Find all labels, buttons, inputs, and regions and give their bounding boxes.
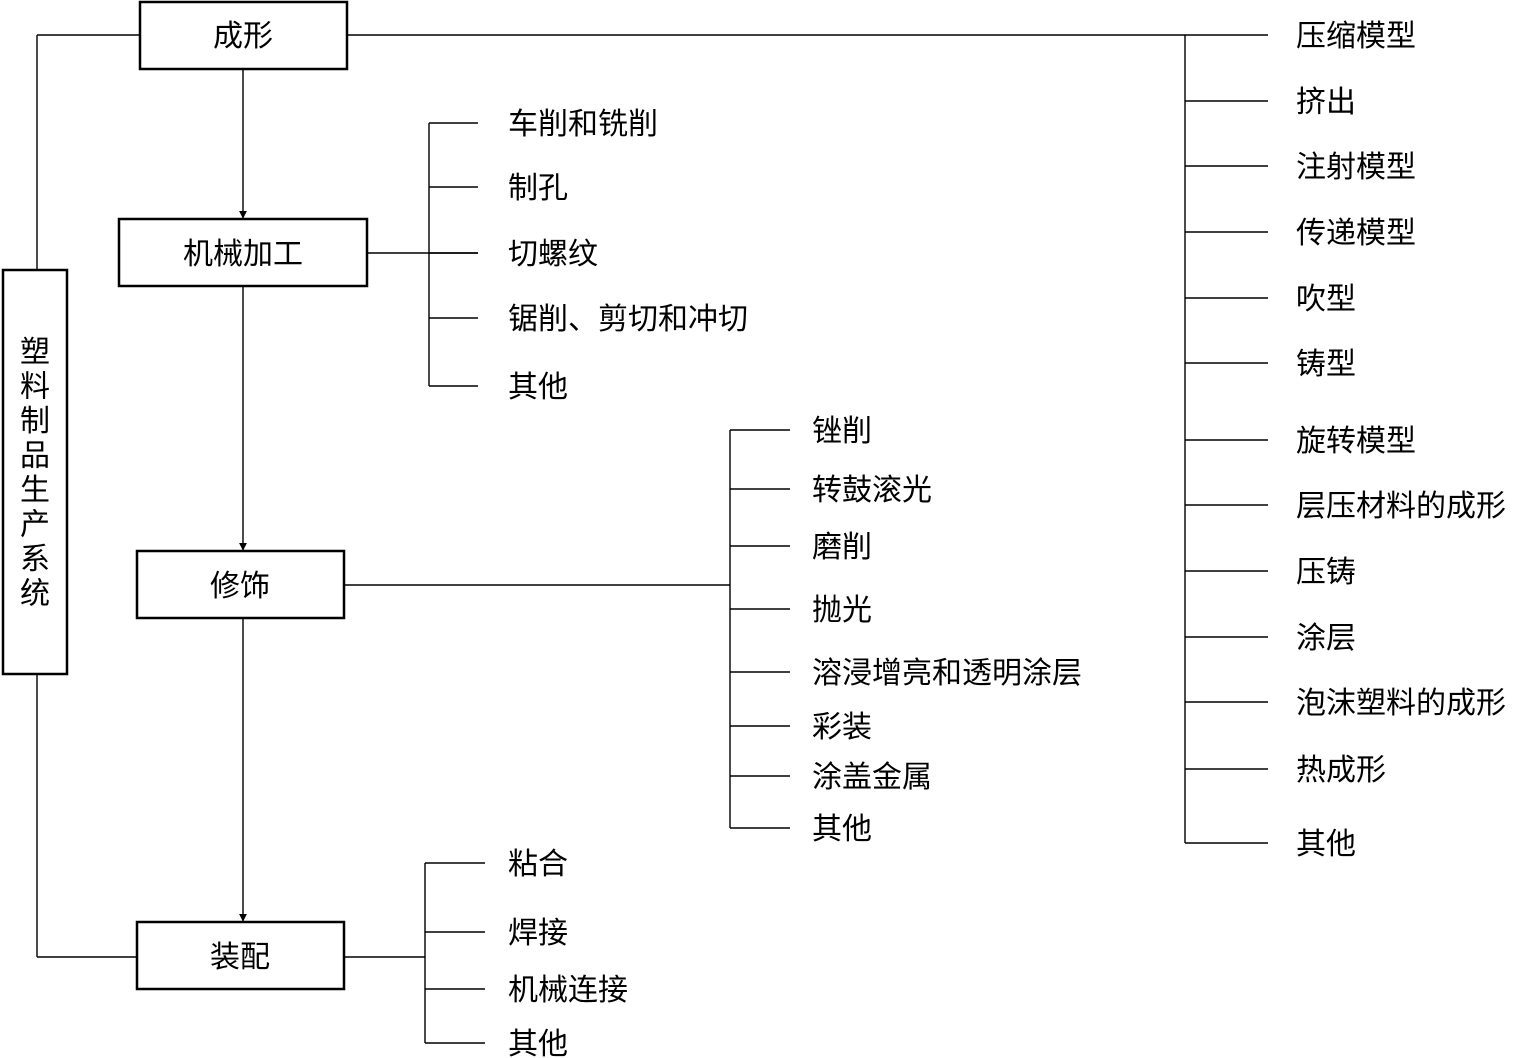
forming-method-item: 铸型 bbox=[1296, 347, 1356, 382]
forming-method-item: 涂层 bbox=[1296, 621, 1356, 656]
stage-label-forming: 成形 bbox=[213, 19, 273, 54]
finishing-method-item: 磨削 bbox=[812, 530, 872, 565]
machining-method-item: 锯削、剪切和冲切 bbox=[508, 302, 748, 337]
finishing-method-item: 涂盖金属 bbox=[812, 760, 932, 795]
assembly-method-item: 焊接 bbox=[508, 916, 568, 951]
finishing-method-item: 溶浸增亮和透明涂层 bbox=[812, 656, 1082, 691]
forming-method-item: 泡沫塑料的成形 bbox=[1296, 686, 1506, 721]
assembly-method-item: 机械连接 bbox=[508, 973, 628, 1008]
stage-label-assembly: 装配 bbox=[210, 940, 270, 975]
forming-method-item: 压铸 bbox=[1296, 555, 1356, 590]
machining-method-item: 车削和铣削 bbox=[508, 107, 658, 142]
finishing-method-item: 转鼓滚光 bbox=[812, 473, 932, 508]
forming-method-item: 层压材料的成形 bbox=[1296, 489, 1506, 524]
machining-method-item: 其他 bbox=[508, 370, 568, 405]
stage-label-finishing: 修饰 bbox=[210, 569, 270, 604]
forming-method-item: 传递模型 bbox=[1296, 216, 1416, 251]
finishing-method-item: 抛光 bbox=[812, 593, 872, 628]
assembly-method-item: 粘合 bbox=[508, 847, 568, 882]
root-box bbox=[1, 268, 69, 676]
forming-method-item: 其他 bbox=[1296, 827, 1356, 862]
stage-box-machining bbox=[117, 217, 369, 288]
finishing-method-item: 锉削 bbox=[812, 414, 872, 449]
assembly-method-item: 其他 bbox=[508, 1027, 568, 1058]
stage-label-machining: 机械加工 bbox=[183, 237, 303, 272]
machining-method-item: 切螺纹 bbox=[508, 237, 598, 272]
forming-method-item: 吹型 bbox=[1296, 282, 1356, 317]
forming-method-item: 压缩模型 bbox=[1296, 19, 1416, 54]
root-label: 塑料制品生产系统 bbox=[20, 335, 50, 612]
forming-method-item: 挤出 bbox=[1296, 85, 1356, 120]
finishing-method-item: 彩装 bbox=[812, 710, 872, 745]
forming-method-item: 注射模型 bbox=[1296, 150, 1416, 185]
stage-box-assembly bbox=[135, 920, 346, 991]
forming-method-item: 旋转模型 bbox=[1296, 424, 1416, 459]
forming-methods-group: 压缩模型挤出注射模型传递模型吹型铸型旋转模型层压材料的成形压铸涂层泡沫塑料的成形… bbox=[1184, 19, 1506, 862]
finishing-method-item: 其他 bbox=[812, 812, 872, 847]
forming-method-item: 热成形 bbox=[1296, 753, 1386, 788]
machining-method-item: 制孔 bbox=[508, 171, 568, 206]
stage-box-finishing bbox=[135, 549, 346, 620]
